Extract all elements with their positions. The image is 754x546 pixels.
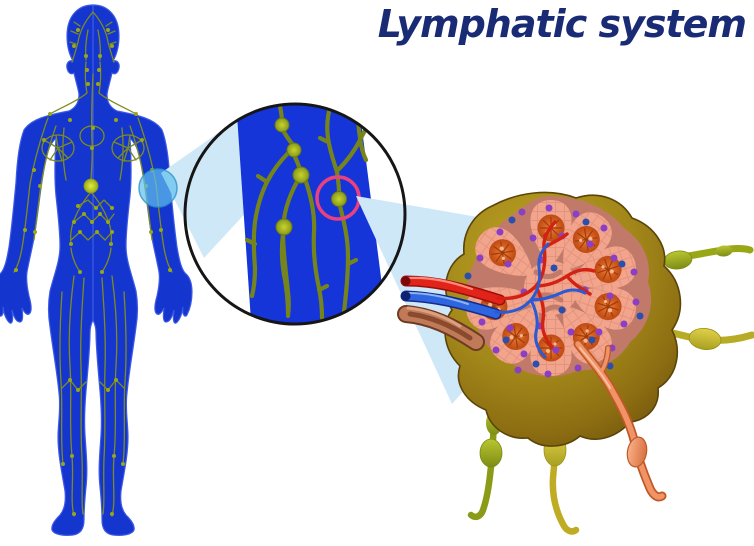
artery-cut-end xyxy=(401,276,411,286)
artery-branches xyxy=(496,220,596,349)
human-body-silhouette xyxy=(0,4,193,536)
head-vessels xyxy=(69,11,117,63)
neck-vessels xyxy=(49,61,137,115)
vein-cut-end xyxy=(401,291,411,301)
valve-bulge xyxy=(479,438,503,468)
inset-lymph-vessels xyxy=(244,104,376,321)
magnifier-inset-content xyxy=(236,104,388,324)
hilum-vessels xyxy=(397,275,506,351)
valve-bulge xyxy=(626,436,648,468)
thoracic-duct xyxy=(62,73,124,183)
cisterna-chyli-node xyxy=(83,178,99,194)
arm-vessels xyxy=(13,117,173,273)
page-title: Lymphatic system xyxy=(377,2,747,46)
vein xyxy=(402,292,500,318)
artery xyxy=(402,277,504,304)
vein-branches xyxy=(494,242,587,359)
body-right-half xyxy=(92,4,193,536)
hilum-lymph-gloss xyxy=(406,306,462,328)
zoom-source-circle xyxy=(138,168,178,208)
zoom-cone-left xyxy=(161,119,252,258)
efferent-vessel xyxy=(573,339,667,502)
axillary-web-right xyxy=(111,134,145,162)
axillary-web-left xyxy=(41,134,75,162)
valve-bulge xyxy=(715,245,733,257)
lymph-node-section xyxy=(397,191,754,535)
valve-bulge xyxy=(688,327,722,351)
hilum-lymph-core xyxy=(407,311,473,341)
artery-gloss xyxy=(406,276,474,291)
inset-lymph-nodes xyxy=(274,117,347,236)
inset-border xyxy=(183,102,407,326)
vein-gloss xyxy=(407,292,469,305)
body-lymph-nodes xyxy=(14,28,172,516)
leg-vessels xyxy=(59,275,127,517)
